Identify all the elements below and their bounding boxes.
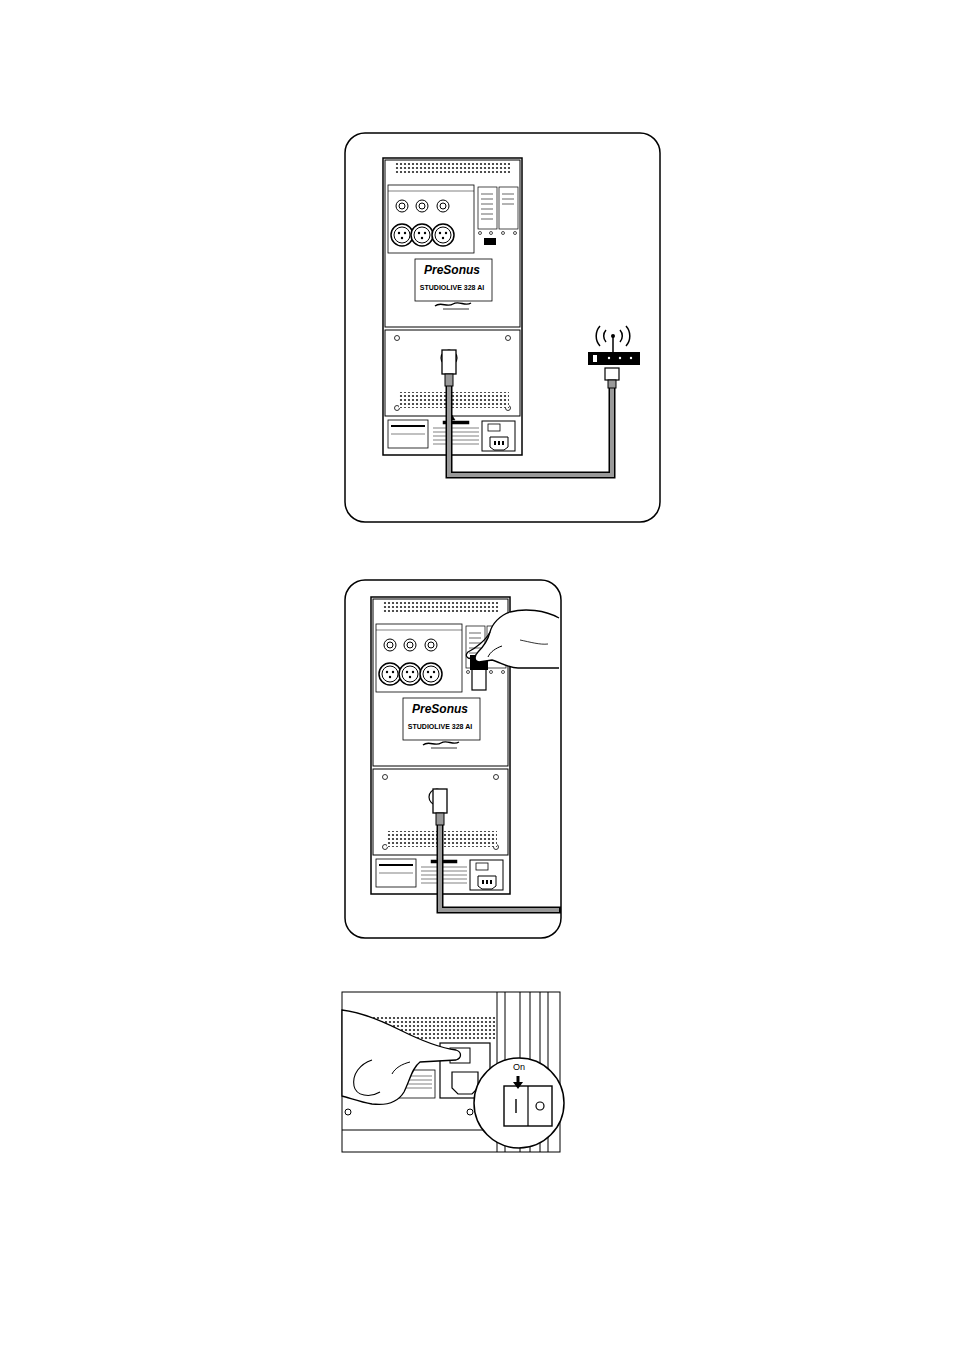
model-name: STUDIOLIVE 328 AI xyxy=(408,723,472,731)
switch-state: On xyxy=(513,1063,525,1073)
brand-logo: PreSonus xyxy=(412,703,468,716)
model-name: STUDIOLIVE 328 AI xyxy=(420,284,484,292)
brand-logo: PreSonus xyxy=(424,264,480,277)
